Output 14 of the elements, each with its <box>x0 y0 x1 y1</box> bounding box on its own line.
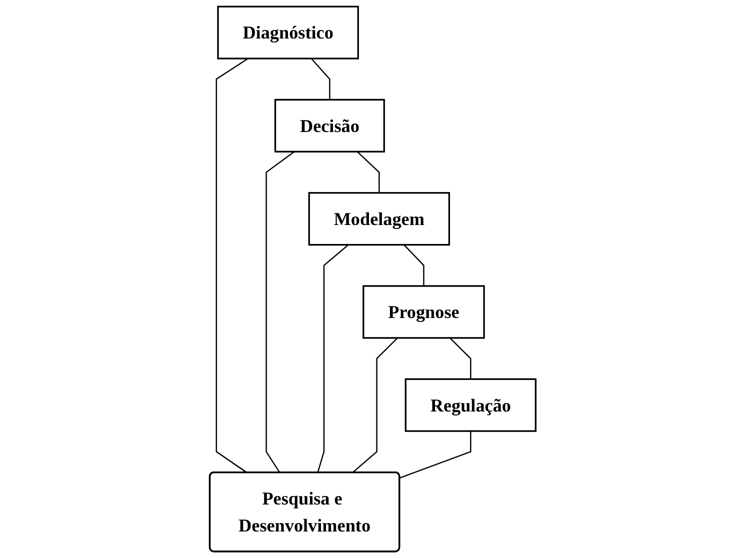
connector <box>352 338 398 474</box>
connector <box>316 244 349 473</box>
node-box: Prognose <box>362 285 485 339</box>
node-box: Diagnóstico <box>216 6 359 60</box>
connector <box>310 58 330 100</box>
connector <box>356 151 380 193</box>
connector <box>399 431 472 478</box>
connector <box>216 58 248 474</box>
node-box: Modelagem <box>308 192 450 246</box>
node-box: Regulação <box>404 378 536 432</box>
connector <box>449 338 472 380</box>
node-box: Decisão <box>274 98 385 152</box>
connector <box>403 244 424 286</box>
connector <box>265 151 294 474</box>
